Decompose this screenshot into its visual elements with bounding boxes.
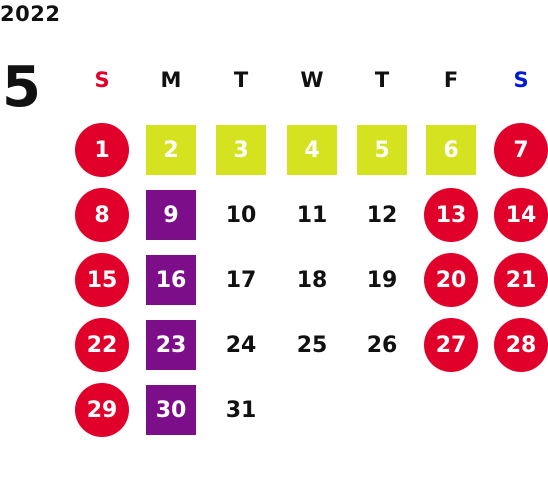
calendar-month: 5	[2, 55, 41, 120]
day-cell[interactable]: 31	[225, 397, 257, 423]
day-cell[interactable]: 11	[296, 202, 328, 228]
day-cell[interactable]: 27	[424, 318, 478, 372]
weekday-label: T	[374, 68, 390, 92]
weekday-label: T	[233, 68, 249, 92]
day-cell[interactable]: 23	[146, 320, 196, 370]
day-cell[interactable]: 6	[426, 125, 476, 175]
calendar-year: 2022	[0, 2, 61, 26]
day-cell[interactable]: 19	[366, 267, 398, 293]
day-cell[interactable]: 29	[75, 383, 129, 437]
day-cell[interactable]: 21	[494, 253, 548, 307]
day-cell[interactable]: 13	[424, 188, 478, 242]
day-cell[interactable]: 8	[75, 188, 129, 242]
day-cell[interactable]: 10	[225, 202, 257, 228]
weekday-label: S	[94, 68, 110, 92]
day-cell[interactable]: 30	[146, 385, 196, 435]
weekday-label: M	[160, 68, 182, 92]
day-cell[interactable]: 15	[75, 253, 129, 307]
day-cell[interactable]: 12	[366, 202, 398, 228]
day-cell[interactable]: 2	[146, 125, 196, 175]
day-cell[interactable]: 28	[494, 318, 548, 372]
day-cell[interactable]: 18	[296, 267, 328, 293]
day-cell[interactable]: 17	[225, 267, 257, 293]
day-cell[interactable]: 5	[357, 125, 407, 175]
day-cell[interactable]: 26	[366, 332, 398, 358]
day-cell[interactable]: 9	[146, 190, 196, 240]
day-cell[interactable]: 3	[216, 125, 266, 175]
weekday-label: F	[443, 68, 459, 92]
day-cell[interactable]: 20	[424, 253, 478, 307]
day-cell[interactable]: 22	[75, 318, 129, 372]
weekday-label: W	[300, 68, 324, 92]
day-cell[interactable]: 1	[75, 123, 129, 177]
day-cell[interactable]: 25	[296, 332, 328, 358]
weekday-label: S	[513, 68, 529, 92]
day-cell[interactable]: 7	[494, 123, 548, 177]
day-cell[interactable]: 24	[225, 332, 257, 358]
day-cell[interactable]: 4	[287, 125, 337, 175]
day-cell[interactable]: 16	[146, 255, 196, 305]
day-cell[interactable]: 14	[494, 188, 548, 242]
